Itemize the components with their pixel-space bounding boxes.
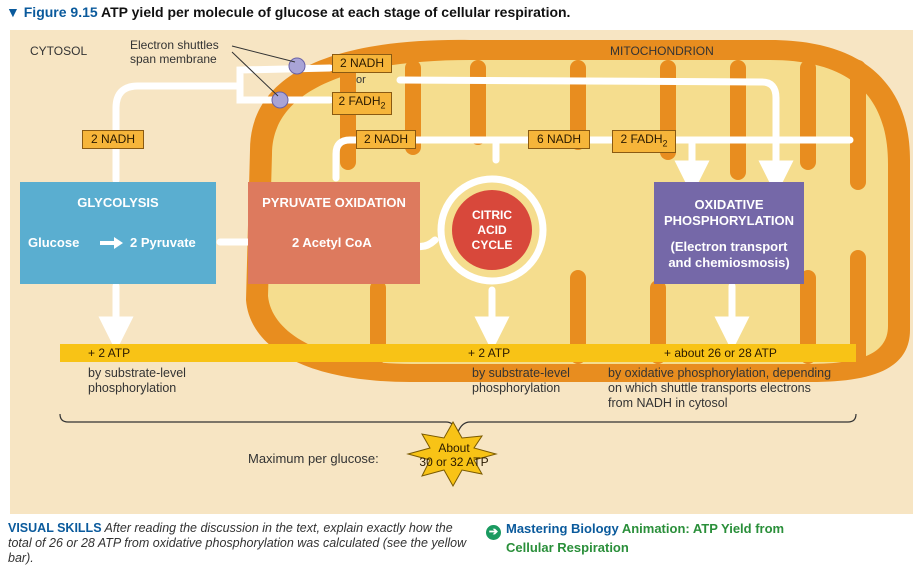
- shuttle-nadh-box: 2 NADH: [332, 54, 392, 73]
- visual-skills-label: VISUAL SKILLS: [8, 521, 102, 535]
- oxphos-line3: (Electron transport: [670, 239, 788, 254]
- glucose-label: Glucose: [28, 235, 80, 250]
- pyruvate-nadh-box: 2 NADH: [356, 130, 416, 149]
- oxphos-line2: PHOSPHORYLATION: [663, 213, 794, 228]
- glycolysis-atp: + 2 ATP: [88, 346, 131, 360]
- glycolysis-nadh-box: 2 NADH: [82, 130, 144, 149]
- citric-line1: CITRIC: [472, 208, 512, 222]
- oxphos-note-line3: from NADH in cytosol: [608, 396, 728, 410]
- citric-atp: + 2 ATP: [468, 346, 511, 360]
- visual-skills-question: After reading the discussion in the text…: [8, 521, 467, 565]
- maximum-label: Maximum per glucose:: [248, 451, 379, 466]
- mitochondrion-illustration: [59, 39, 910, 488]
- arrow-right-icon: ➔: [486, 525, 501, 540]
- shuttle-protein-icon: [288, 57, 306, 75]
- glycolysis-box: GLYCOLYSIS Glucose 2 Pyruvate: [20, 182, 216, 284]
- shuttle-label-line2: span membrane: [130, 52, 217, 66]
- oxphos-line1: OXIDATIVE: [694, 197, 764, 212]
- acetyl-coa-label: 2 Acetyl CoA: [292, 235, 372, 250]
- pyruvate-oxidation-title: PYRUVATE OXIDATION: [262, 195, 406, 210]
- oxphos-note-line2: on which shuttle transports electrons: [608, 381, 811, 395]
- citric-note-line1: by substrate-level: [472, 366, 570, 380]
- citric-acid-cycle: CITRIC ACID CYCLE: [452, 190, 532, 270]
- oxphos-line4: and chemiosmosis): [668, 255, 790, 270]
- diagram-panel: CYTOSOL MITOCHONDRION Electron shuttles …: [10, 30, 913, 514]
- shuttle-label-line1: Electron shuttles: [130, 38, 219, 52]
- total-brace: [59, 413, 857, 434]
- glycolysis-arrow-icon: [100, 236, 124, 250]
- cytosol-label: CYTOSOL: [30, 44, 88, 58]
- shuttle-protein-icon: [271, 91, 289, 109]
- citric-line3: CYCLE: [471, 238, 513, 252]
- figure-number: Figure 9.15: [23, 4, 98, 20]
- shuttle-fadh2-box: 2 FADH2: [332, 92, 392, 116]
- shuttle-or-label: or: [356, 74, 366, 86]
- citric-nadh-box: 6 NADH: [528, 130, 590, 149]
- glycolysis-note-line2: phosphorylation: [88, 381, 177, 395]
- visual-skills-text: VISUAL SKILLS After reading the discussi…: [8, 521, 468, 566]
- mitochondrion-label: MITOCHONDRION: [610, 44, 714, 58]
- citric-fadh2-sub: 2: [662, 138, 668, 149]
- figure-title: ▼ Figure 9.15 ATP yield per molecule of …: [6, 4, 570, 20]
- pyruvate-label: 2 Pyruvate: [130, 235, 196, 250]
- oxidative-phosphorylation-box: OXIDATIVE PHOSPHORYLATION (Electron tran…: [654, 182, 804, 284]
- shuttle-label: Electron shuttles span membrane: [130, 38, 219, 66]
- glycolysis-atp-note: by substrate-level phosphorylation: [88, 366, 186, 396]
- figure-caption: ATP yield per molecule of glucose at eac…: [101, 4, 571, 20]
- oxphos-atp: + about 26 or 28 ATP: [664, 346, 777, 360]
- mastering-biology-link[interactable]: ➔ Mastering Biology Animation: ATP Yield …: [486, 521, 784, 556]
- maximum-line2: 30 or 32 ATP: [419, 455, 489, 469]
- glycolysis-title: GLYCOLYSIS: [77, 195, 159, 210]
- shuttle-fadh2-text: 2 FADH: [338, 94, 381, 108]
- citric-line2: ACID: [477, 223, 507, 237]
- citric-atp-note: by substrate-level phosphorylation: [472, 366, 570, 396]
- animation-line1[interactable]: Animation: ATP Yield from: [621, 521, 785, 536]
- citric-fadh2-text: 2 FADH: [620, 132, 663, 146]
- figure-marker: ▼: [6, 4, 20, 20]
- max-atp-starburst: [406, 420, 498, 488]
- pyruvate-oxidation-box: PYRUVATE OXIDATION 2 Acetyl CoA: [248, 182, 420, 284]
- oxphos-atp-note: by oxidative phosphorylation, depending …: [608, 366, 831, 411]
- shuttle-fadh2-sub: 2: [380, 100, 386, 111]
- flow-arrows: [98, 64, 854, 352]
- animation-line2[interactable]: Cellular Respiration: [506, 540, 629, 555]
- glycolysis-note-line1: by substrate-level: [88, 366, 186, 380]
- maximum-atp-value: About 30 or 32 ATP: [414, 441, 494, 469]
- citric-cycle-ring: [437, 175, 547, 285]
- maximum-line1: About: [438, 441, 470, 455]
- citric-fadh2-box: 2 FADH2: [612, 130, 676, 154]
- oxphos-note-line1: by oxidative phosphorylation, depending: [608, 366, 832, 380]
- citric-note-line2: phosphorylation: [472, 381, 561, 395]
- mastering-label: Mastering Biology: [506, 521, 619, 536]
- atp-yield-bar: [60, 344, 856, 362]
